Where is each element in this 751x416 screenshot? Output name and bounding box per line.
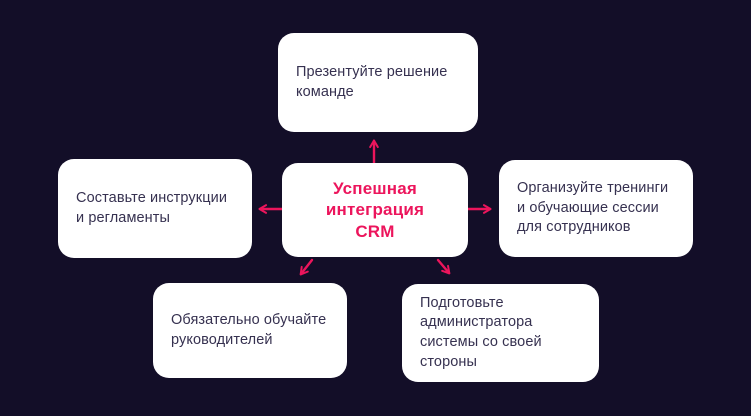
node-present-solution: Презентуйте решение команде: [278, 33, 478, 132]
node-label: Обязательно обучайте руководителей: [171, 311, 327, 348]
node-label: Подготовьте администратора системы со св…: [420, 294, 542, 370]
node-label: Презентуйте решение команде: [296, 63, 448, 100]
node-organize-trainings: Организуйте тренинги и обучающие сессии …: [499, 160, 693, 257]
node-central-title: Успешная интеграция CRM: [282, 163, 468, 257]
node-label: Составьте инструкции и регламенты: [76, 189, 228, 226]
diagram-title: Успешная интеграция CRM: [325, 179, 425, 241]
node-write-instructions: Составьте инструкции и регламенты: [58, 159, 252, 258]
node-prepare-admin: Подготовьте администратора системы со св…: [402, 284, 599, 382]
arrow-down-right-icon: [436, 258, 451, 275]
arrow-down-left-icon: [299, 258, 314, 276]
node-label: Организуйте тренинги и обучающие сессии …: [517, 180, 669, 236]
node-train-managers: Обязательно обучайте руководителей: [153, 283, 347, 378]
